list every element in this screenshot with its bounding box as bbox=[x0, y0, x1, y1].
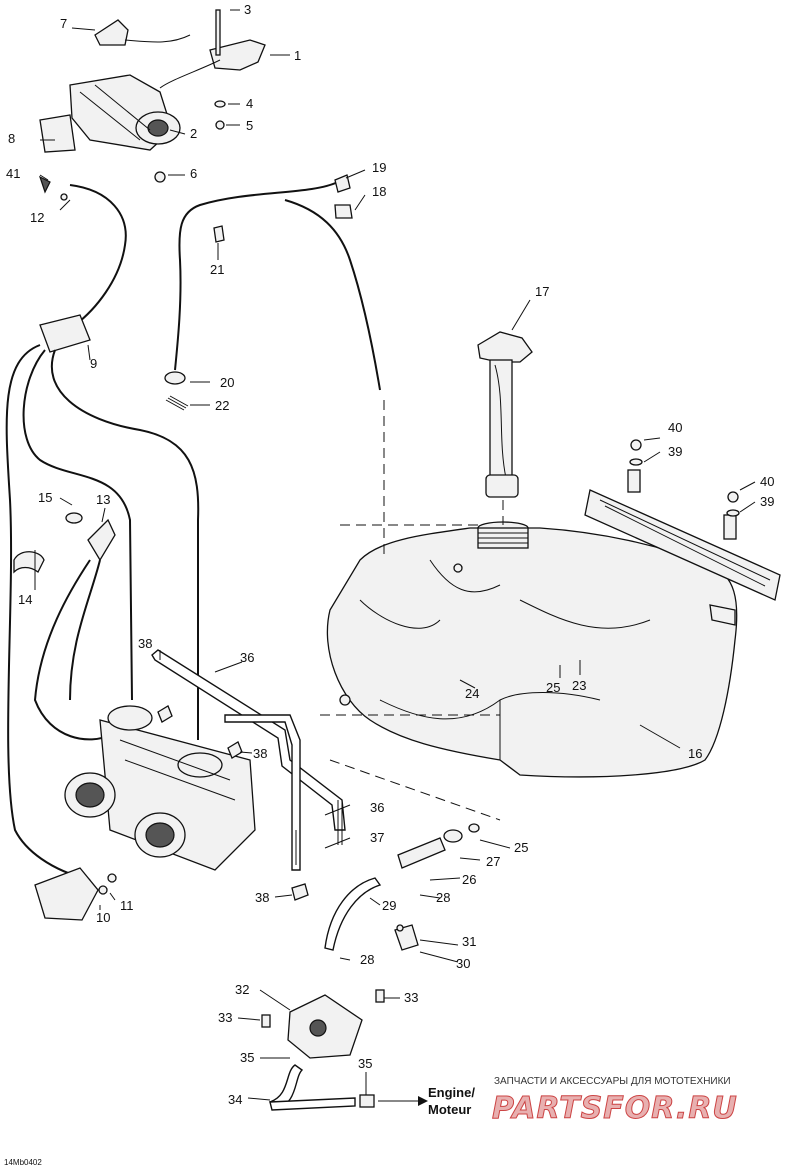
callout-15: 15 bbox=[38, 490, 52, 505]
callout-30: 30 bbox=[456, 956, 470, 971]
callout-27: 27 bbox=[486, 854, 500, 869]
callout-33b: 33 bbox=[404, 990, 418, 1005]
callout-12: 12 bbox=[30, 210, 44, 225]
callout-39a: 39 bbox=[668, 444, 682, 459]
callout-35a: 35 bbox=[240, 1050, 254, 1065]
callout-34: 34 bbox=[228, 1092, 242, 1107]
callout-20: 20 bbox=[220, 375, 234, 390]
callout-31: 31 bbox=[462, 934, 476, 949]
callout-24: 24 bbox=[465, 686, 479, 701]
watermark-caption: ЗАПЧАСТИ И АКСЕССУАРЫ ДЛЯ МОТОТЕХНИКИ bbox=[494, 1076, 731, 1087]
callout-25a: 25 bbox=[546, 680, 560, 695]
callout-labels: 1 2 3 4 5 6 7 8 9 10 11 12 13 14 15 16 1… bbox=[6, 2, 774, 1107]
callout-11: 11 bbox=[120, 898, 134, 913]
callout-22: 22 bbox=[215, 398, 229, 413]
callout-28a: 28 bbox=[436, 890, 450, 905]
throttle-handle-assembly bbox=[39, 9, 266, 183]
fuel-hoses bbox=[151, 649, 501, 901]
callout-39b: 39 bbox=[760, 494, 774, 509]
vent-line bbox=[164, 174, 381, 411]
callout-21: 21 bbox=[210, 262, 224, 277]
callout-1: 1 bbox=[294, 48, 301, 63]
callout-40b: 40 bbox=[760, 474, 774, 489]
callout-29: 29 bbox=[382, 898, 396, 913]
fuel-gauge-cap bbox=[477, 331, 533, 525]
callout-33a: 33 bbox=[218, 1010, 232, 1025]
fuel-tank bbox=[320, 400, 738, 778]
callout-36b: 36 bbox=[370, 800, 384, 815]
callout-41: 41 bbox=[6, 166, 20, 181]
callout-26: 26 bbox=[462, 872, 476, 887]
figure-code: 14Mb0402 bbox=[4, 1158, 42, 1167]
callout-9: 9 bbox=[90, 356, 97, 371]
wiring-harness bbox=[5, 175, 200, 881]
fuel-pump-assembly bbox=[261, 823, 480, 1111]
callout-37: 37 bbox=[370, 830, 384, 845]
callout-32: 32 bbox=[235, 982, 249, 997]
callout-5: 5 bbox=[246, 118, 253, 133]
callout-16: 16 bbox=[688, 746, 702, 761]
callout-28b: 28 bbox=[360, 952, 374, 967]
callout-10: 10 bbox=[96, 910, 110, 925]
callout-3: 3 bbox=[244, 2, 251, 17]
callout-18: 18 bbox=[372, 184, 386, 199]
callout-2: 2 bbox=[190, 126, 197, 141]
callout-4: 4 bbox=[246, 96, 253, 111]
watermark-logo: PARTSFOR.RU bbox=[492, 1091, 738, 1126]
callout-19: 19 bbox=[372, 160, 386, 175]
callout-13: 13 bbox=[96, 492, 110, 507]
callout-8: 8 bbox=[8, 131, 15, 146]
destination-line-2: Moteur bbox=[428, 1102, 471, 1117]
tank-strap-bracket bbox=[584, 439, 781, 601]
watermark: ЗАПЧАСТИ И АКСЕССУАРЫ ДЛЯ МОТОТЕХНИКИ PA… bbox=[492, 1076, 738, 1127]
callout-38a: 38 bbox=[138, 636, 152, 651]
callout-14: 14 bbox=[18, 592, 32, 607]
leader-lines bbox=[34, 9, 756, 1101]
callout-35b: 35 bbox=[358, 1056, 372, 1071]
callout-40a: 40 bbox=[668, 420, 682, 435]
callout-17: 17 bbox=[535, 284, 549, 299]
callout-25b: 25 bbox=[514, 840, 528, 855]
callout-38c: 38 bbox=[255, 890, 269, 905]
callout-6: 6 bbox=[190, 166, 197, 181]
callout-36a: 36 bbox=[240, 650, 254, 665]
carburetor-assembly bbox=[64, 705, 256, 871]
destination-line-1: Engine/ bbox=[428, 1085, 475, 1100]
callout-23: 23 bbox=[572, 678, 586, 693]
engine-destination-label: Engine/ Moteur bbox=[428, 1085, 475, 1117]
callout-7: 7 bbox=[60, 16, 67, 31]
sensor-block bbox=[34, 867, 117, 921]
callout-38b: 38 bbox=[253, 746, 267, 761]
